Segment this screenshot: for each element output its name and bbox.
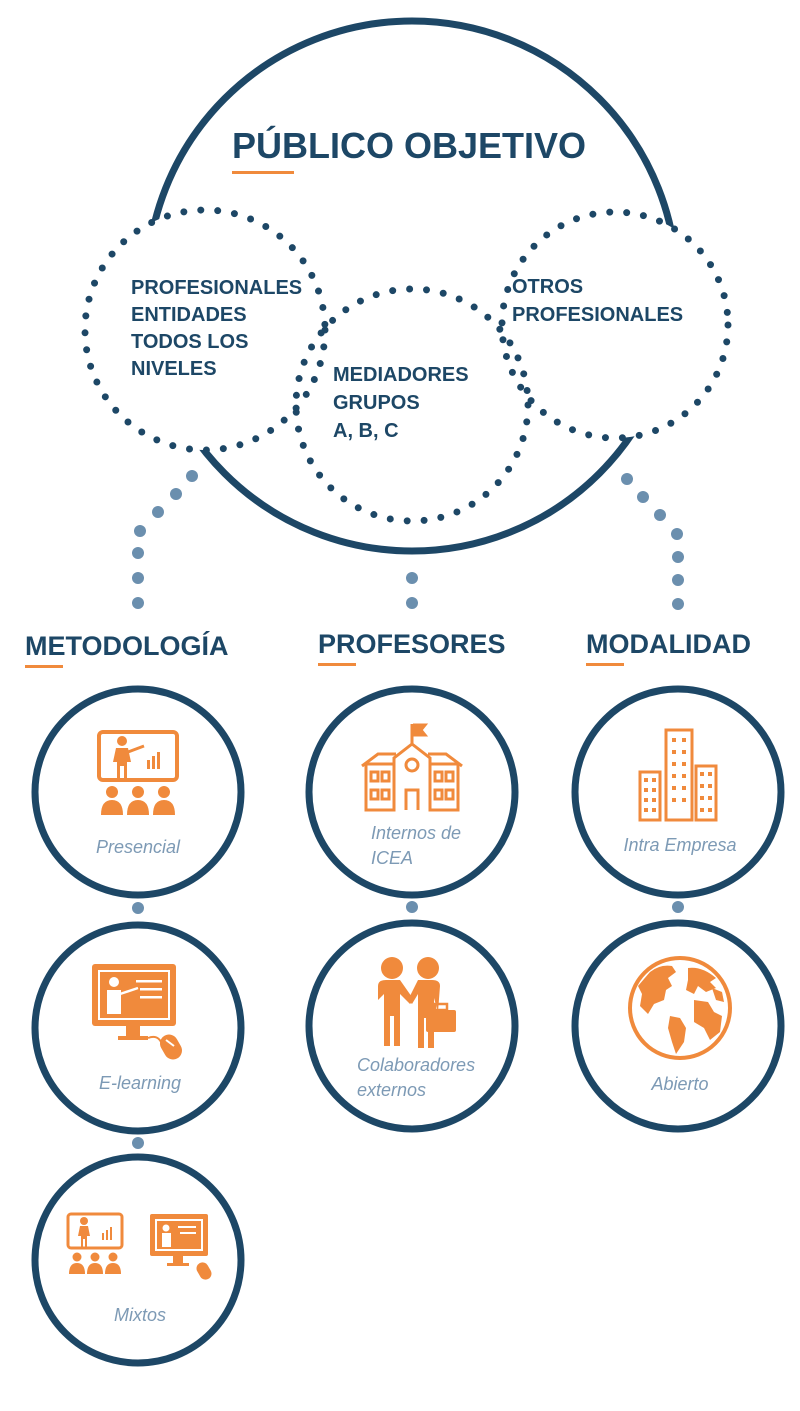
svg-text:A, B, C: A, B, C	[333, 420, 399, 442]
blended-icon	[66, 1212, 212, 1280]
school-building-icon	[361, 723, 463, 812]
item-label-presencial: Presencial	[96, 837, 181, 857]
item-label-abierto: Abierto	[650, 1074, 708, 1094]
heading-profesores: PROFESORES	[318, 629, 506, 659]
classroom-icon	[97, 730, 179, 815]
item-circle-elearning	[31, 921, 245, 1135]
page-title: PÚBLICO OBJETIVO	[232, 124, 586, 166]
svg-text:OTROS: OTROS	[512, 276, 583, 298]
elearning-icon	[92, 964, 182, 1060]
svg-text:TODOS LOS: TODOS LOS	[131, 331, 248, 353]
svg-text:PROFESIONALES: PROFESIONALES	[512, 304, 683, 326]
svg-text:NIVELES: NIVELES	[131, 358, 217, 380]
item-label-mixtos: Mixtos	[114, 1305, 166, 1325]
globe-icon	[628, 956, 732, 1060]
item-label-elearning: E-learning	[99, 1073, 181, 1093]
item-circle-intra-empresa	[571, 685, 785, 899]
item-label-internos-1: Internos de	[371, 823, 461, 843]
item-label-intra-empresa: Intra Empresa	[623, 835, 736, 855]
item-label-colaboradores-1: Colaboradores	[357, 1055, 475, 1075]
svg-text:PROFESIONALES: PROFESIONALES	[131, 277, 302, 299]
title-underline	[232, 171, 294, 174]
handshake-icon	[378, 957, 456, 1048]
heading-metodologia: METODOLOGÍA	[25, 630, 229, 661]
office-buildings-icon	[638, 728, 718, 822]
connector-dots	[132, 470, 684, 1149]
item-circle-internos	[305, 685, 519, 899]
item-circle-colaboradores	[305, 919, 519, 1133]
heading-modalidad: MODALIDAD	[586, 629, 751, 659]
group-right-label: OTROS PROFESIONALES	[512, 276, 683, 326]
item-circle-abierto	[571, 919, 785, 1133]
item-circle-presencial	[31, 685, 245, 899]
heading-underline	[318, 663, 356, 666]
dotted-circle-left	[81, 206, 329, 454]
heading-underline	[25, 665, 63, 668]
group-center-label: MEDIADORES GRUPOS A, B, C	[333, 364, 469, 442]
item-label-internos-2: ICEA	[371, 848, 413, 868]
group-left-label: PROFESIONALES ENTIDADES TODOS LOS NIVELE…	[131, 277, 302, 380]
heading-underline	[586, 663, 624, 666]
svg-text:GRUPOS: GRUPOS	[333, 392, 420, 414]
svg-text:MEDIADORES: MEDIADORES	[333, 364, 469, 386]
svg-text:ENTIDADES: ENTIDADES	[131, 304, 247, 326]
dotted-circle-center	[292, 285, 532, 525]
item-circle-mixtos	[31, 1153, 245, 1367]
dotted-circle-right	[498, 208, 732, 442]
item-label-colaboradores-2: externos	[357, 1080, 426, 1100]
